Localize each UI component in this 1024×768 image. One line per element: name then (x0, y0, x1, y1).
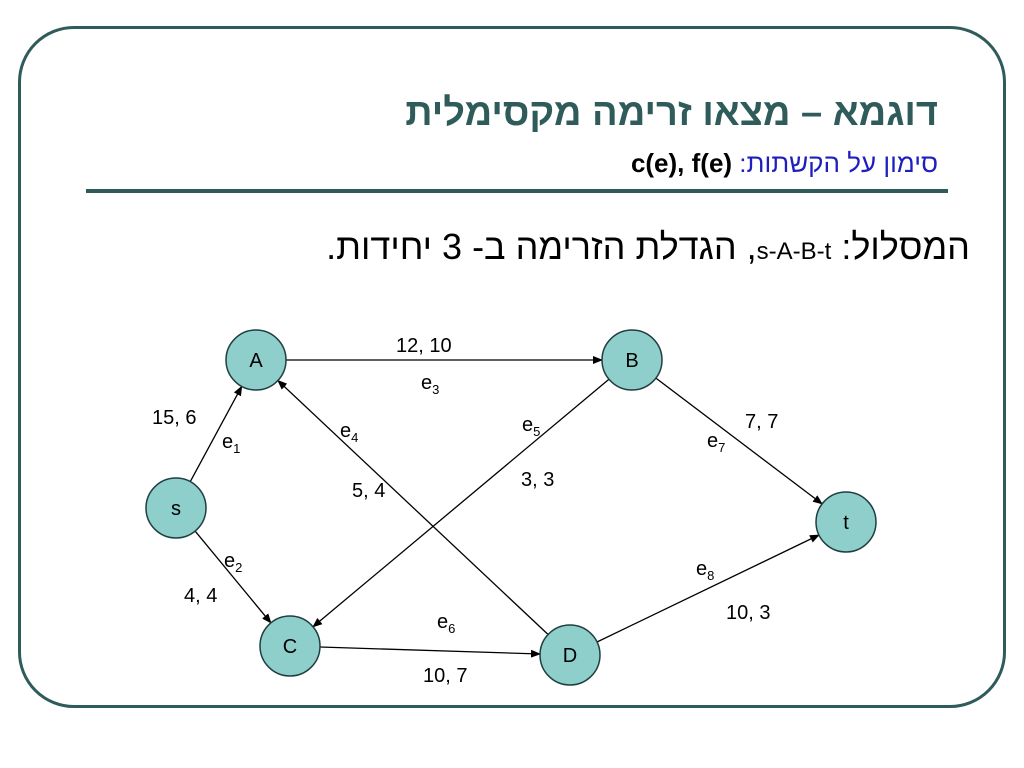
node-label-t: t (843, 512, 849, 534)
edge-e6 (319, 646, 541, 658)
edge-name-e5: e5 (522, 414, 540, 439)
edge-name-subscript: 7 (718, 440, 725, 455)
node-t (815, 491, 877, 553)
edge-name-letter: e (522, 414, 533, 436)
edge-name-e3: e3 (421, 372, 439, 397)
edge-e1 (189, 385, 243, 482)
edge-name-letter: e (224, 550, 235, 572)
edge-name-subscript: 4 (351, 430, 358, 445)
path-value: s-A-B-t (756, 238, 832, 265)
edge-capacity-flow-e7: 7, 7 (745, 411, 778, 433)
subtitle-notation: c(e), f(e) (630, 148, 733, 178)
edge-name-letter: e (437, 611, 448, 633)
subtitle-text: סימון על הקשתות: (732, 148, 938, 178)
edge-name-e1: e1 (222, 431, 240, 456)
node-label-C: C (283, 636, 297, 658)
edge-name-e4: e4 (340, 420, 358, 445)
slide-frame (18, 26, 1006, 708)
edge-capacity-flow-e1: 15, 6 (152, 407, 196, 429)
slide-title: דוגמא – מצאו זרימה מקסימלית (405, 92, 938, 134)
node-B (601, 329, 663, 391)
edge-name-subscript: 3 (432, 382, 439, 397)
edge-e2 (194, 530, 272, 624)
edge-name-e7: e7 (707, 430, 725, 455)
path-description: המסלול: s-A-B-t, הגדלת הזרימה ב- 3 יחידו… (326, 226, 970, 268)
node-C (259, 615, 321, 677)
edge-name-subscript: 8 (707, 568, 714, 583)
edge-name-letter: e (340, 420, 351, 442)
path-prefix: המסלול: (831, 226, 970, 267)
path-suffix: , הגדלת הזרימה ב- 3 יחידות. (326, 226, 757, 267)
node-D (539, 624, 601, 686)
edge-name-letter: e (707, 430, 718, 452)
edge-name-subscript: 5 (533, 424, 540, 439)
node-s (145, 477, 207, 539)
node-label-A: A (249, 350, 263, 372)
edges-layer (189, 356, 823, 658)
edge-name-letter: e (222, 431, 233, 453)
edge-name-letter: e (421, 372, 432, 394)
edge-name-subscript: 2 (235, 560, 242, 575)
edge-capacity-flow-e4: 5, 4 (352, 480, 385, 502)
edge-capacity-flow-e2: 4, 4 (184, 585, 217, 607)
edge-capacity-flow-e5: 3, 3 (521, 469, 554, 491)
edge-capacity-flow-e6: 10, 7 (423, 665, 467, 687)
node-label-B: B (625, 350, 638, 372)
slide-subtitle: סימון על הקשתות: c(e), f(e) (631, 148, 938, 179)
node-A (225, 329, 287, 391)
node-label-s: s (171, 498, 181, 520)
edge-name-subscript: 6 (448, 621, 455, 636)
edge-e5 (312, 378, 610, 628)
edge-name-e6: e6 (437, 611, 455, 636)
edge-e7 (655, 377, 823, 505)
edge-capacity-flow-e8: 10, 3 (726, 602, 770, 624)
node-label-D: D (563, 645, 577, 667)
edge-e4 (277, 379, 549, 635)
title-divider (86, 189, 948, 193)
edge-capacity-flow-e3: 12, 10 (396, 335, 452, 357)
edge-name-e2: e2 (224, 550, 242, 575)
edge-name-e8: e8 (696, 558, 714, 583)
edge-name-letter: e (696, 558, 707, 580)
nodes-layer: A Bs tC D (145, 329, 877, 686)
edge-e8 (596, 534, 820, 643)
edge-name-subscript: 1 (233, 441, 240, 456)
